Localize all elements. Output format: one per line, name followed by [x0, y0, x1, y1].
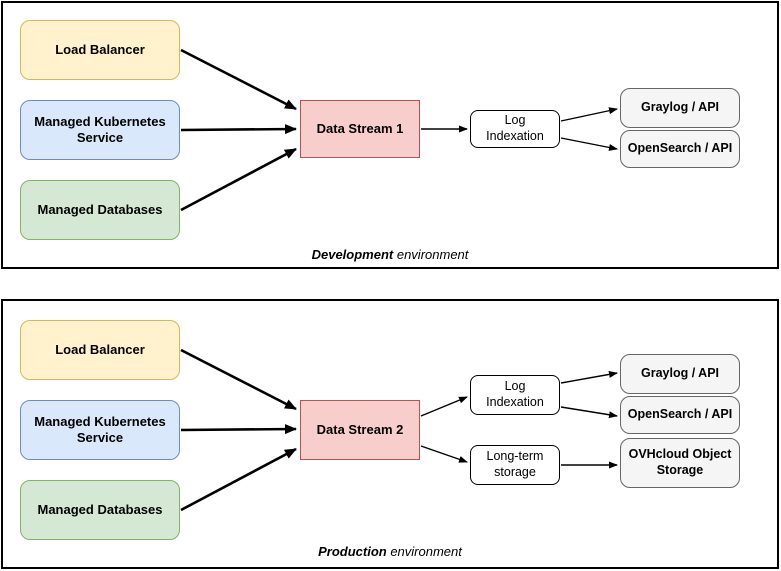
dev-managed-databases-node: Managed Databases [20, 180, 180, 240]
prod-long-term-storage-node: Long-term storage [470, 445, 560, 485]
prod-load-balancer-node: Load Balancer [20, 320, 180, 380]
production-caption-rest: environment [386, 544, 462, 559]
prod-data-stream-node: Data Stream 2 [300, 400, 420, 460]
dev-data-stream-node: Data Stream 1 [300, 100, 420, 158]
dev-graylog-api-node: Graylog / API [620, 88, 740, 128]
production-caption-bold: Production [318, 544, 387, 559]
prod-ovhcloud-object-storage-node: OVHcloud Object Storage [620, 438, 740, 488]
prod-managed-kubernetes-node: Managed Kubernetes Service [20, 400, 180, 460]
development-caption: Development environment [3, 247, 777, 262]
dev-managed-kubernetes-node: Managed Kubernetes Service [20, 100, 180, 160]
prod-log-indexation-node: Log Indexation [470, 375, 560, 415]
dev-opensearch-api-node: OpenSearch / API [620, 130, 740, 168]
dev-load-balancer-node: Load Balancer [20, 20, 180, 80]
prod-opensearch-api-node: OpenSearch / API [620, 396, 740, 434]
development-caption-bold: Development [311, 247, 394, 262]
development-caption-rest: environment [393, 247, 469, 262]
prod-graylog-api-node: Graylog / API [620, 354, 740, 394]
prod-managed-databases-node: Managed Databases [20, 480, 180, 540]
production-caption: Production environment [3, 544, 777, 559]
dev-log-indexation-node: Log Indexation [470, 110, 560, 148]
